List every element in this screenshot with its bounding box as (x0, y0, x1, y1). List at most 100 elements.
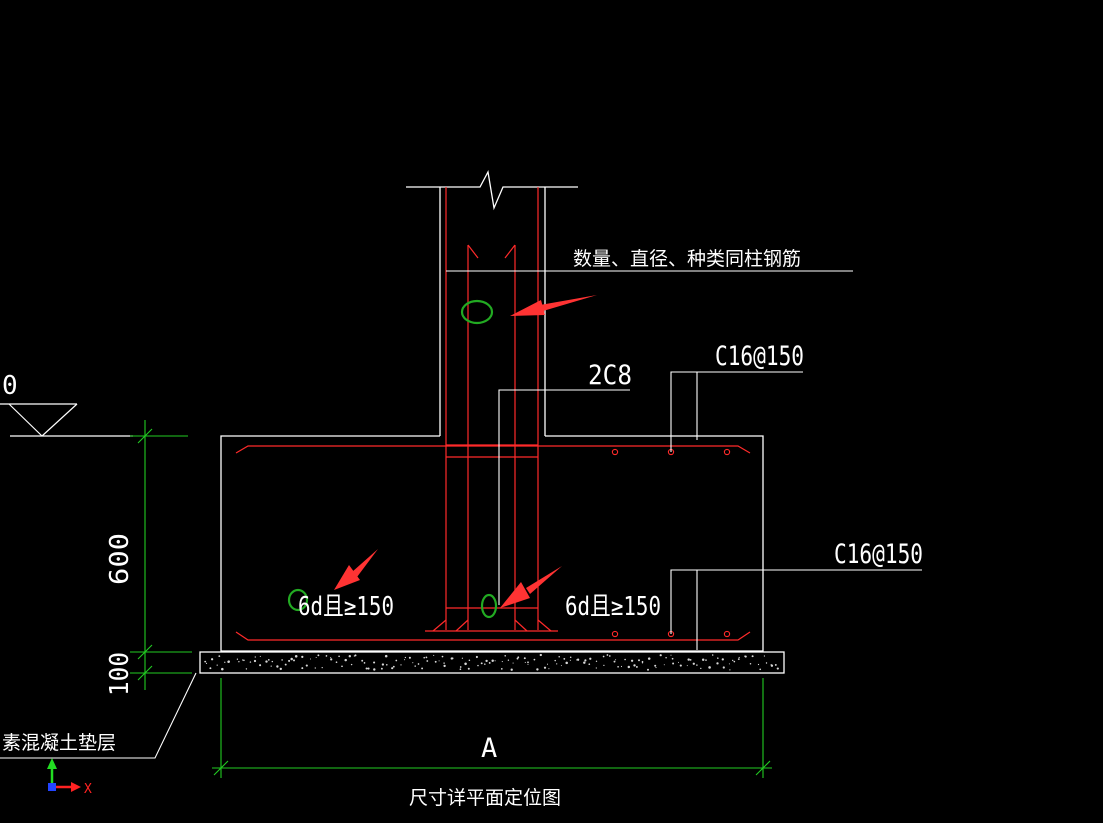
cushion-speckle (279, 667, 282, 671)
cushion-speckle (536, 668, 539, 671)
cushion-speckle (576, 659, 578, 661)
cushion-speckle (527, 663, 529, 665)
cushion-speckle (265, 660, 268, 663)
cushion-speckle (603, 664, 605, 667)
cushion-speckle (210, 658, 214, 661)
cushion-speckle (554, 659, 556, 662)
cushion-speckle (700, 667, 702, 670)
cushion-speckle (659, 654, 662, 657)
cushion-speckle (373, 668, 376, 671)
cushion-speckle (543, 666, 547, 669)
cushion-speckle (606, 654, 609, 656)
cushion-speckle (259, 664, 262, 667)
cushion-speckle (459, 668, 462, 671)
cushion-speckle (290, 657, 293, 661)
cushion-speckle (438, 660, 440, 662)
cushion-speckle (728, 663, 730, 665)
cushion-speckle (238, 661, 240, 663)
arrow-icon (352, 549, 378, 577)
cushion-speckle (242, 659, 244, 661)
cushion-speckle (701, 658, 705, 661)
cushion-speckle (689, 659, 692, 661)
cushion-speckle (321, 666, 323, 669)
column-outline (406, 170, 578, 436)
cushion-speckle (417, 663, 420, 665)
cushion-speckle (365, 667, 368, 670)
ucs-x-label: X (84, 782, 92, 797)
cushion-speckle (348, 655, 351, 658)
cushion-speckle (523, 657, 526, 660)
column-rebar (425, 187, 558, 632)
cushion-speckle (613, 660, 616, 663)
cushion-speckle (595, 667, 597, 669)
cushion-speckle (467, 667, 470, 670)
cushion-speckle (218, 655, 221, 657)
plan-reference-note: 尺寸详平面定位图 (409, 787, 561, 809)
cushion-speckle (305, 664, 308, 667)
cushion-speckle (729, 669, 731, 671)
cushion-speckle (635, 665, 638, 668)
cushion-speckle (259, 655, 261, 657)
ucs-icon: X (47, 758, 92, 797)
cushion-speckle (641, 662, 644, 664)
cushion-speckle (367, 667, 370, 670)
cushion-speckle (404, 659, 406, 661)
cushion-speckle (361, 659, 364, 662)
cushion-speckle (433, 654, 435, 656)
cushion-speckle (638, 659, 640, 662)
footing-outline (220, 435, 764, 652)
cushion-speckle (270, 665, 272, 667)
dimension-lines (130, 420, 772, 778)
cushion-speckle (744, 655, 746, 657)
cushion-speckle (686, 665, 688, 667)
cushion-speckle (602, 655, 605, 658)
cushion-speckle (477, 664, 479, 667)
level-symbol (0, 403, 133, 437)
cushion-speckle (276, 665, 279, 668)
cushion-speckle (468, 659, 471, 662)
cushion-speckle (763, 655, 766, 657)
arrow-icon (510, 300, 545, 316)
cushion-speckle (294, 655, 298, 658)
cushion-speckle (708, 666, 711, 669)
arrow-icon (500, 582, 530, 608)
cushion-speckle (350, 663, 353, 666)
cushion-speckle (485, 659, 488, 663)
cushion-speckle (500, 668, 503, 670)
cushion-speckle (608, 655, 611, 657)
cushion-speckle (765, 662, 768, 664)
markup-arrows (334, 295, 597, 608)
cushion-speckle (615, 659, 617, 661)
cushion-speckle (315, 656, 317, 659)
cushion-speckle (737, 658, 740, 660)
cushion-speckle (480, 662, 483, 665)
cushion-speckle (692, 662, 695, 665)
cushion-speckle (205, 662, 208, 664)
cushion-speckle (722, 666, 725, 669)
cushion-speckle (687, 658, 690, 661)
cushion-speckle (711, 654, 714, 656)
cushion-speckle (459, 666, 462, 668)
stirrup-label: 2C8 (588, 360, 632, 391)
cushion-speckle (314, 667, 316, 669)
cushion-speckle (512, 662, 514, 664)
cushion-speckle (510, 668, 513, 671)
cushion-speckle (249, 661, 252, 663)
level-mark: 0 (2, 371, 18, 401)
cushion-speckle (404, 656, 407, 659)
cushion-speckle (301, 667, 304, 670)
cushion-speckle (770, 664, 774, 667)
cushion-speckle (671, 657, 674, 660)
cushion-speckle (517, 656, 520, 659)
cushion-speckle (576, 658, 580, 661)
cushion-speckle (408, 656, 411, 659)
highlight-ellipse-column (460, 299, 494, 325)
cushion-speckle (507, 659, 510, 661)
cushion-speckle (443, 662, 445, 664)
cushion-speckle (451, 657, 454, 660)
cushion-speckle (317, 654, 320, 657)
cushion-speckle (271, 660, 274, 663)
cushion-speckle (774, 663, 777, 666)
cushion-speckle (595, 660, 598, 662)
cushion-speckle (281, 659, 283, 661)
